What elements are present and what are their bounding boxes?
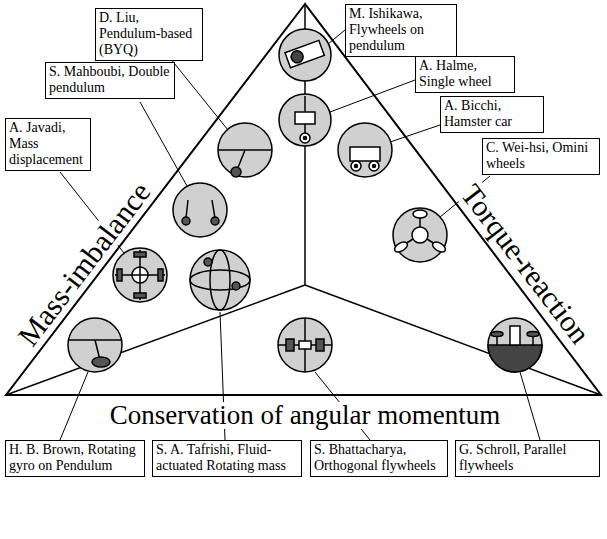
author-label: A. Javadi, Mass displacement <box>9 120 87 168</box>
author-box: A. Halme, Single wheel <box>415 56 515 93</box>
author-box: A. Javadi, Mass displacement <box>5 118 91 171</box>
author-label: M. Ishikawa, Flywheels on pendulum <box>349 6 453 54</box>
author-box: S. A. Tafrishi, Fluid-actuated Rotating … <box>152 440 302 477</box>
category-label: Conservation of angular momentum <box>108 402 503 429</box>
author-box: D. Liu, Pendulum-based (BYQ) <box>95 8 203 61</box>
triangle <box>6 4 601 395</box>
author-box: C. Wei-hsi, Omini wheels <box>482 138 600 175</box>
author-label: A. Halme, Single wheel <box>419 58 511 90</box>
author-box: S. Bhattacharya, Orthogonal flywheels <box>310 440 448 477</box>
author-label: G. Schroll, Parallel flywheels <box>459 442 596 474</box>
author-label: D. Liu, Pendulum-based (BYQ) <box>99 10 199 58</box>
author-label: A. Bicchi, Hamster car <box>444 98 540 130</box>
author-box: M. Ishikawa, Flywheels on pendulum <box>345 4 457 57</box>
author-label: S. A. Tafrishi, Fluid-actuated Rotating … <box>156 442 298 474</box>
author-label: H. B. Brown, Rotating gyro on Pendulum <box>9 442 141 474</box>
author-label: S. Mahboubi, Double pendulum <box>49 64 171 96</box>
author-box: G. Schroll, Parallel flywheels <box>455 440 600 477</box>
author-box: A. Bicchi, Hamster car <box>440 96 544 133</box>
author-label: S. Bhattacharya, Orthogonal flywheels <box>314 442 444 474</box>
author-box: S. Mahboubi, Double pendulum <box>45 62 175 99</box>
author-label: C. Wei-hsi, Omini wheels <box>486 140 596 172</box>
author-box: H. B. Brown, Rotating gyro on Pendulum <box>5 440 145 477</box>
